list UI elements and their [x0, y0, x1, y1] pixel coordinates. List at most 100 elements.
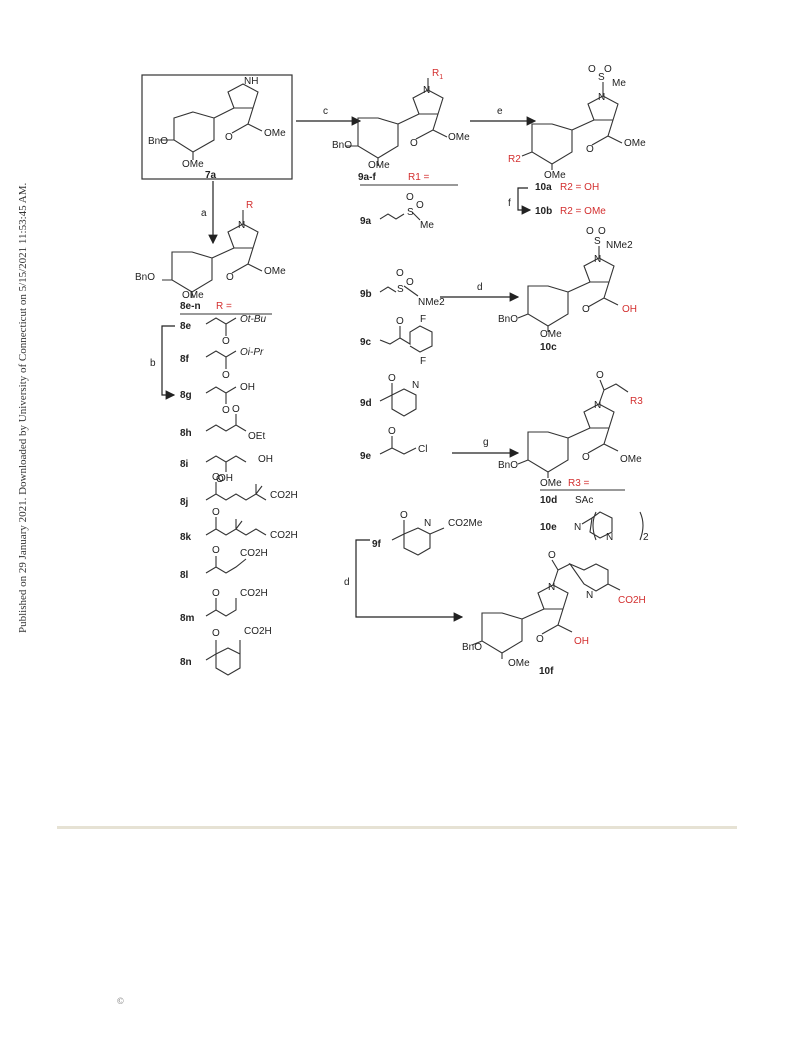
svg-text:N: N: [594, 400, 601, 411]
label-me-9a: Me: [420, 220, 434, 231]
compound-id-8n: 8n: [180, 657, 192, 668]
label-r3: R3: [630, 396, 643, 407]
compound-id-7a: 7a: [205, 170, 217, 181]
label-s-9a: S: [407, 207, 414, 218]
label-9f: CO2Me: [448, 518, 483, 529]
svg-text:O: O: [406, 277, 414, 288]
compound-id-10b: 10b: [535, 206, 552, 217]
svg-text:O: O: [388, 373, 396, 384]
label-o1-9a: O: [406, 192, 414, 203]
label-s-10a: S: [598, 72, 605, 83]
label-r-eq: R =: [216, 301, 232, 312]
compound-id-8e-n: 8e-n: [180, 301, 201, 312]
label-ester-10d: OMe: [620, 454, 642, 465]
label-9c: F: [420, 314, 426, 325]
label-bno-8: BnO: [135, 272, 155, 283]
label-8m: CO2H: [240, 588, 268, 599]
svg-text:O: O: [598, 226, 606, 237]
label-bno: BnO: [148, 136, 168, 147]
svg-text:O: O: [548, 550, 556, 561]
reagent-f: f: [508, 198, 511, 209]
label-nh: NH: [244, 76, 258, 87]
arrow-b: [161, 325, 176, 400]
compound-id-10f: 10f: [539, 666, 554, 677]
label-ms-10a: Me: [612, 78, 626, 89]
label-r1: R1: [432, 68, 443, 81]
svg-text:O: O: [212, 507, 220, 518]
reagent-b: b: [150, 358, 156, 369]
compound-id-8k: 8k: [180, 532, 192, 543]
compound-8e-n: R N OMe O BnO OMe 8e-n R =: [135, 200, 286, 315]
label-n-9: N: [423, 85, 430, 96]
compound-id-9e: 9e: [360, 451, 372, 462]
svg-text:O: O: [222, 336, 230, 347]
svg-text:O: O: [536, 634, 544, 645]
compound-id-8l: 8l: [180, 570, 189, 581]
compound-id-9f: 9f: [372, 539, 382, 550]
label-carbonyl-o: O: [225, 132, 233, 143]
reagent-g: g: [483, 437, 489, 448]
label-n-10f: N: [548, 582, 555, 593]
label-bno-10c: BnO: [498, 314, 518, 325]
label-o2-9a: O: [416, 200, 424, 211]
section-divider: [57, 826, 737, 829]
label-8j: CO2H: [270, 490, 298, 501]
label-o1-10a: O: [588, 64, 596, 75]
label-ester: OMe: [264, 128, 286, 139]
label-ester-9: OMe: [448, 132, 470, 143]
label-ome: OMe: [182, 159, 204, 170]
arrow-f: [517, 187, 532, 215]
compound-10f: O N N CO2H OH O BnO OMe 10f: [462, 550, 646, 677]
svg-text:O: O: [400, 510, 408, 521]
reagent-d-2: d: [344, 577, 350, 588]
svg-text:O: O: [212, 628, 220, 639]
label-acid2-10f: OH: [574, 636, 589, 647]
label-8k: CO2H: [270, 530, 298, 541]
label-8g: OH: [240, 382, 255, 393]
compound-id-8m: 8m: [180, 613, 195, 624]
compound-id-9a-f: 9a-f: [358, 172, 376, 183]
label-10e-mult: 2: [643, 532, 649, 543]
svg-text:O: O: [396, 268, 404, 279]
compound-9a-f: R1 N OMe O BnO OMe 9a-f R1 =: [332, 68, 470, 186]
compound-id-9b: 9b: [360, 289, 372, 300]
compound-id-10e: 10e: [540, 522, 557, 533]
label-acid-10c: OH: [622, 304, 637, 315]
reagent-a: a: [201, 208, 207, 219]
label-ome-8: OMe: [182, 290, 204, 301]
label-ester-8: OMe: [264, 266, 286, 277]
label-ome-9: OMe: [368, 160, 390, 171]
label-o-10a: O: [586, 144, 594, 155]
compound-10b-r2: R2 = OMe: [560, 206, 606, 217]
reagent-c: c: [323, 106, 328, 117]
label-r-8: R: [246, 200, 253, 211]
label-10e: N: [574, 522, 581, 533]
svg-text:N: N: [594, 254, 601, 265]
label-bno-10d: BnO: [498, 460, 518, 471]
label-o-8: O: [226, 272, 234, 283]
label-bno-9: BnO: [332, 140, 352, 151]
label-8f: Oi-Pr: [240, 347, 264, 358]
reagent-d: d: [477, 282, 483, 293]
label-n-10a: N: [598, 92, 605, 103]
label-r2: R2: [508, 154, 521, 165]
label-acid1-10f: CO2H: [618, 595, 646, 606]
svg-text:S: S: [397, 284, 404, 295]
svg-text:O: O: [582, 304, 590, 315]
compound-7a: NH OMe O BnO OMe 7a: [148, 76, 286, 181]
label-9b: NMe2: [418, 297, 445, 308]
label-ome-10d: OMe: [540, 478, 562, 489]
arrow-d-lower: [355, 539, 464, 622]
label-9e: Cl: [418, 444, 427, 455]
label-8e: Ot-Bu: [240, 314, 267, 325]
label-9f-n: N: [424, 518, 431, 529]
svg-text:O: O: [396, 316, 404, 327]
svg-text:O: O: [232, 404, 240, 415]
compound-id-8j: 8j: [180, 497, 189, 508]
label-ester-10a: OMe: [624, 138, 646, 149]
label-r1-eq: R1 =: [408, 172, 430, 183]
label-o2-10a: O: [604, 64, 612, 75]
label-ome-10f: OMe: [508, 658, 530, 669]
svg-text:O: O: [586, 226, 594, 237]
svg-text:S: S: [594, 236, 601, 247]
